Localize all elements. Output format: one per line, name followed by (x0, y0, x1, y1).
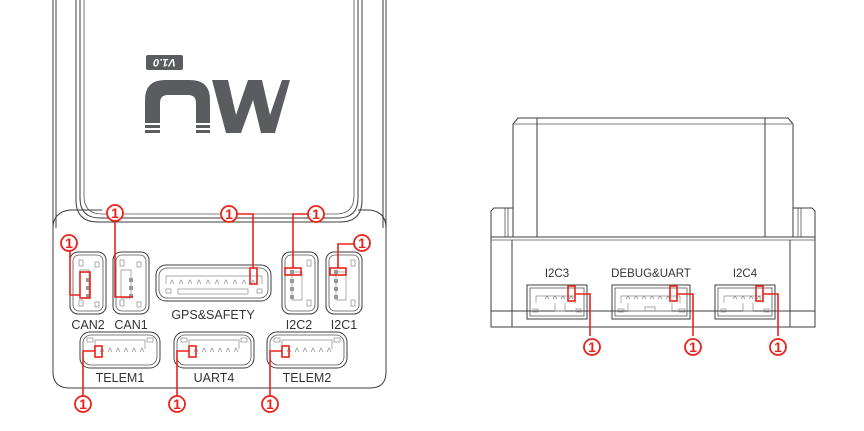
version-text: V1.0 (152, 56, 176, 68)
logo-letter-u (145, 80, 210, 133)
brand-logo: V1.0 (145, 55, 290, 133)
pin1-badge-text: 1 (588, 339, 596, 355)
pin1-badge-text: 1 (79, 396, 87, 412)
port-telem1[interactable]: TELEM1 (79, 331, 161, 385)
top-view-board (52, 0, 387, 389)
pin1-marker-debug-uart: 1 (669, 285, 702, 356)
port-label-can2: CAN2 (71, 318, 104, 332)
pin1-marker-i2c2: 1 (284, 205, 325, 276)
port-label-telem1: TELEM1 (96, 371, 145, 385)
port-gps-safety[interactable]: GPS&SAFETY (155, 264, 272, 322)
pin1-marker-can2: 1 (60, 234, 91, 299)
pin1-marker-i2c1: 1 (329, 234, 371, 276)
pin1-marker-telem2: 1 (261, 345, 290, 413)
port-label-i2c3: I2C3 (545, 268, 569, 280)
pin1-badge-text: 1 (312, 206, 320, 222)
port-debug-uart[interactable]: DEBUG&UART (611, 268, 691, 320)
port-label-i2c2: I2C2 (286, 318, 312, 332)
port-label-i2c4: I2C4 (733, 268, 758, 280)
port-label-uart4: UART4 (194, 371, 235, 385)
port-i2c2[interactable]: I2C2 (281, 251, 319, 332)
port-can2[interactable]: CAN2 (69, 251, 107, 332)
port-uart4[interactable]: UART4 (173, 331, 255, 385)
pin1-badge-text: 1 (65, 235, 73, 251)
pin1-badge-text: 1 (689, 339, 697, 355)
logo-letter-m (212, 80, 290, 133)
pin1-marker-uart4: 1 (168, 345, 197, 413)
pin1-badge-text: 1 (358, 235, 366, 251)
gps-pins (169, 279, 256, 285)
pin1-badge-text: 1 (173, 396, 181, 412)
port-i2c1[interactable]: I2C1 (325, 251, 363, 332)
pin1-marker-i2c3: 1 (567, 285, 601, 356)
port-label-debug-uart: DEBUG&UART (611, 268, 691, 280)
pin1-marker-i2c4: 1 (755, 285, 787, 356)
port-telem2[interactable]: TELEM2 (266, 331, 348, 385)
pin1-marker-gps-safety: 1 (220, 205, 258, 285)
pin1-marker-can1: 1 (106, 204, 133, 298)
port-can1[interactable]: CAN1 (112, 251, 150, 332)
port-label-can1: CAN1 (114, 318, 147, 332)
port-label-i2c1: I2C1 (331, 318, 357, 332)
pin1-badge-text: 1 (225, 206, 233, 222)
pin1-marker-telem1: 1 (74, 345, 103, 413)
port-label-gps-safety: GPS&SAFETY (171, 308, 255, 322)
version-badge (146, 55, 183, 70)
pin1-badge-text: 1 (111, 205, 119, 221)
pin1-badge-text: 1 (266, 396, 274, 412)
port-i2c3[interactable]: I2C3 (526, 268, 588, 320)
port-i2c4[interactable]: I2C4 (714, 268, 776, 320)
port-label-telem2: TELEM2 (283, 371, 332, 385)
pin1-badge-text: 1 (774, 339, 782, 355)
